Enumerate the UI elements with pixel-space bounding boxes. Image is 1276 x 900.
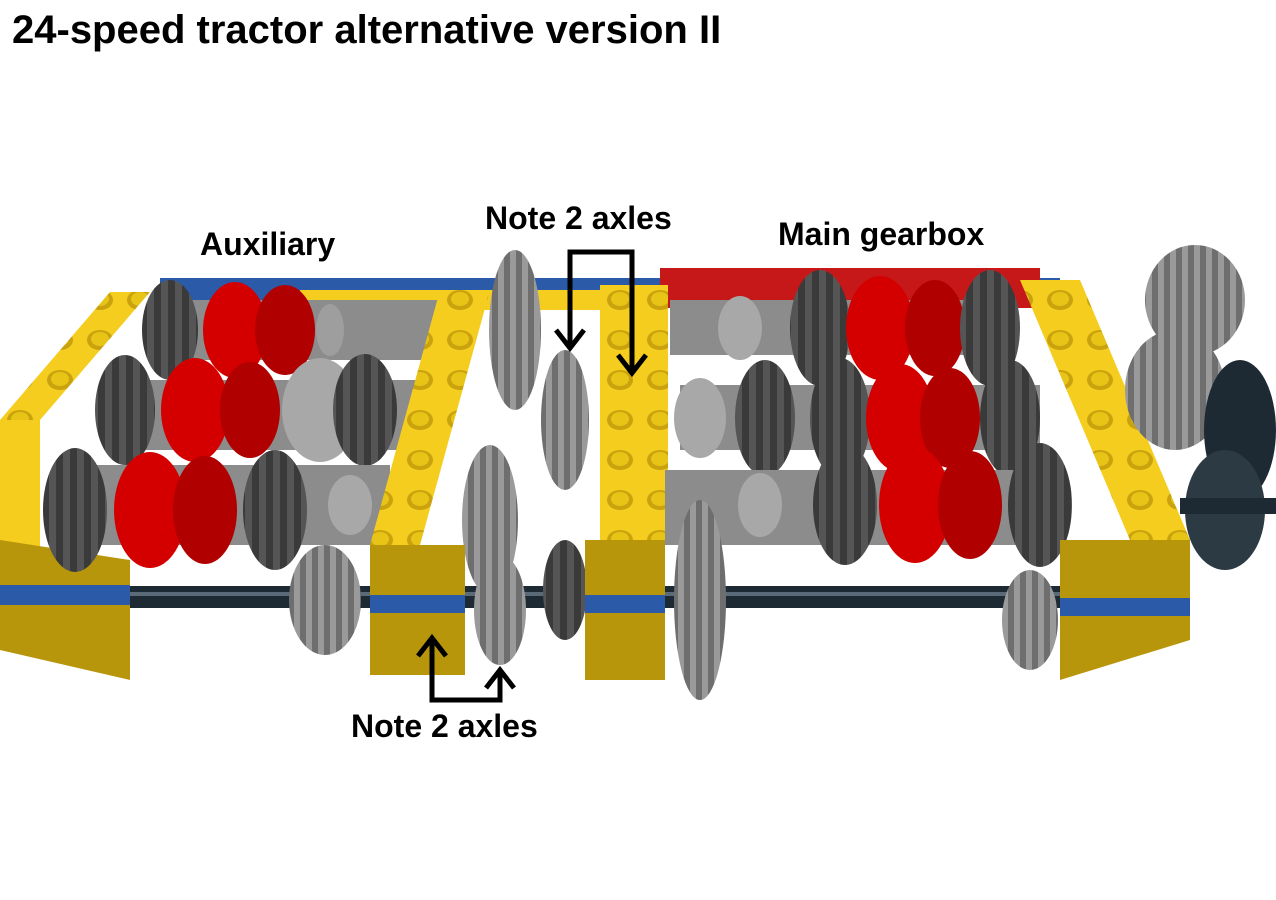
main-shaft-top bbox=[670, 270, 1020, 386]
auxiliary-shaft-top bbox=[142, 280, 470, 380]
label-main-gearbox: Main gearbox bbox=[778, 216, 985, 252]
auxiliary-shaft-middle bbox=[95, 354, 440, 466]
auxiliary-shaft-bottom bbox=[43, 448, 390, 572]
arrow-top-left bbox=[554, 249, 648, 378]
label-auxiliary: Auxiliary bbox=[200, 226, 336, 262]
arrow-bottom bbox=[416, 633, 516, 703]
output-gears bbox=[1125, 245, 1276, 570]
center-gears bbox=[289, 250, 589, 665]
label-note-bottom: Note 2 axles bbox=[351, 708, 538, 744]
main-shaft-bottom bbox=[665, 443, 1072, 700]
page-title: 24-speed tractor alternative version II bbox=[12, 8, 722, 52]
main-shaft-middle bbox=[674, 358, 1040, 478]
left-beam bbox=[0, 292, 150, 680]
right-beam bbox=[1020, 280, 1190, 680]
center-right-beam bbox=[585, 285, 668, 680]
center-left-beam bbox=[370, 290, 490, 675]
label-note-top: Note 2 axles bbox=[485, 200, 672, 236]
